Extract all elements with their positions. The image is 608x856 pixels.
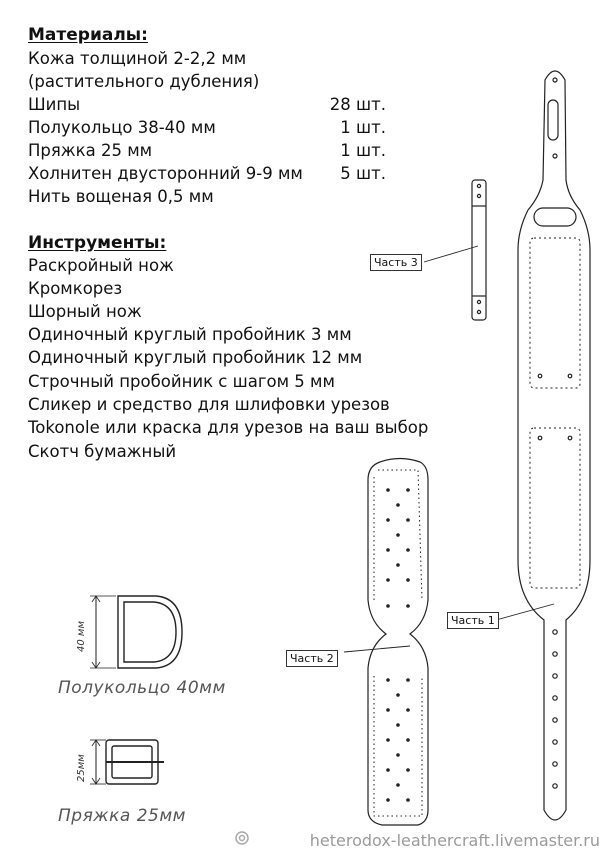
- tool-item: Кромкорез: [28, 279, 123, 298]
- material-qty: 1 шт.: [340, 141, 386, 160]
- tool-item: Одиночный круглый пробойник 12 мм: [28, 348, 363, 367]
- material-item: (растительного дубления): [28, 72, 260, 91]
- material-qty: 1 шт.: [340, 118, 386, 137]
- part2-pattern: [343, 457, 429, 826]
- material-item: Шипы: [28, 95, 81, 114]
- material-item: Нить вощеная 0,5 мм: [28, 187, 214, 206]
- tool-item: Скотч бумажный: [28, 442, 177, 461]
- tool-item: Шорный нож: [28, 302, 142, 321]
- d-ring-drawing: [90, 595, 183, 669]
- d-ring-dimension: 40 мм: [76, 621, 87, 652]
- part2-label: Часть 2: [286, 650, 338, 667]
- material-item: Полукольцо 38-40 мм: [28, 118, 216, 137]
- tool-item: Сликер и средство для шлифовки урезов: [28, 395, 390, 414]
- d-ring-caption: Полукольцо 40мм: [58, 678, 226, 698]
- part3-label: Часть 3: [370, 254, 422, 271]
- buckle-caption: Пряжка 25мм: [58, 806, 186, 826]
- material-qty: 28 шт.: [329, 95, 386, 114]
- buckle-drawing: [90, 739, 164, 785]
- tool-item: Tokonole или краска для урезов на ваш вы…: [28, 418, 429, 437]
- tools-heading: Инструменты:: [28, 233, 167, 253]
- tool-item: Строчный пробойник с шагом 5 мм: [28, 372, 335, 391]
- material-item: Пряжка 25 мм: [28, 141, 153, 160]
- tool-item: Одиночный круглый пробойник 3 мм: [28, 325, 352, 344]
- tool-item: Раскройный нож: [28, 256, 174, 275]
- part1-label: Часть 1: [447, 612, 499, 629]
- part1-pattern: [495, 70, 591, 821]
- material-item: Кожа толщиной 2-2,2 мм: [28, 49, 247, 68]
- watermark: heterodox-leathercraft.livemaster.ru: [309, 831, 600, 850]
- material-qty: 5 шт.: [340, 164, 386, 183]
- buckle-dimension: 25мм: [76, 754, 87, 782]
- material-item: Холнитен двусторонний 9-9 мм: [28, 164, 303, 183]
- materials-heading: Материалы:: [28, 25, 148, 45]
- gear-icon: [235, 831, 249, 845]
- part3-pattern: [423, 179, 487, 321]
